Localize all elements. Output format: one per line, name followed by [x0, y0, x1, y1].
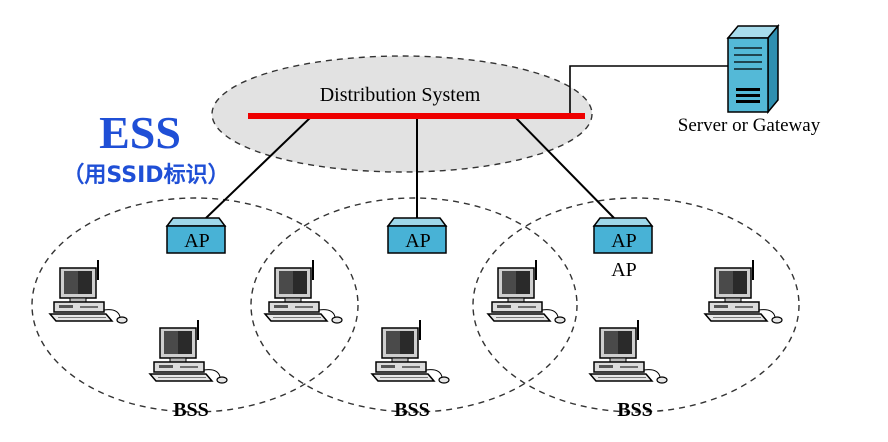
- link-ds-to-server: [569, 65, 728, 116]
- bss-coverage-right: [472, 197, 800, 413]
- server-tower-icon: [726, 23, 780, 115]
- distribution-system-label: Distribution System: [320, 84, 481, 106]
- desktop-computer-icon: [487, 259, 566, 324]
- desktop-computer-icon: [149, 319, 228, 384]
- bss-coverage-left: [31, 197, 359, 413]
- desktop-computer-icon: [704, 259, 783, 324]
- desktop-computer-icon: [589, 319, 668, 384]
- ap-right-label: AP: [611, 230, 637, 252]
- desktop-computer-icon: [49, 259, 128, 324]
- server-label: Server or Gateway: [678, 115, 821, 136]
- bss-middle-label: BSS: [394, 399, 430, 421]
- bss-left-label: BSS: [173, 399, 209, 421]
- desktop-computer-icon: [264, 259, 343, 324]
- ess-title: ESS: [99, 107, 181, 158]
- ess-subtitle: （用SSID标识）: [62, 162, 229, 188]
- ap-middle-label: AP: [405, 230, 431, 252]
- link-ds-to-ap-left: [205, 115, 313, 219]
- bss-right-label: BSS: [617, 399, 653, 421]
- ap-left-label: AP: [184, 230, 210, 252]
- desktop-computer-icon: [371, 319, 450, 384]
- bss-coverage-middle: [250, 197, 578, 413]
- link-ds-to-ap-right: [513, 115, 615, 219]
- ap-right-caption: AP: [611, 259, 637, 281]
